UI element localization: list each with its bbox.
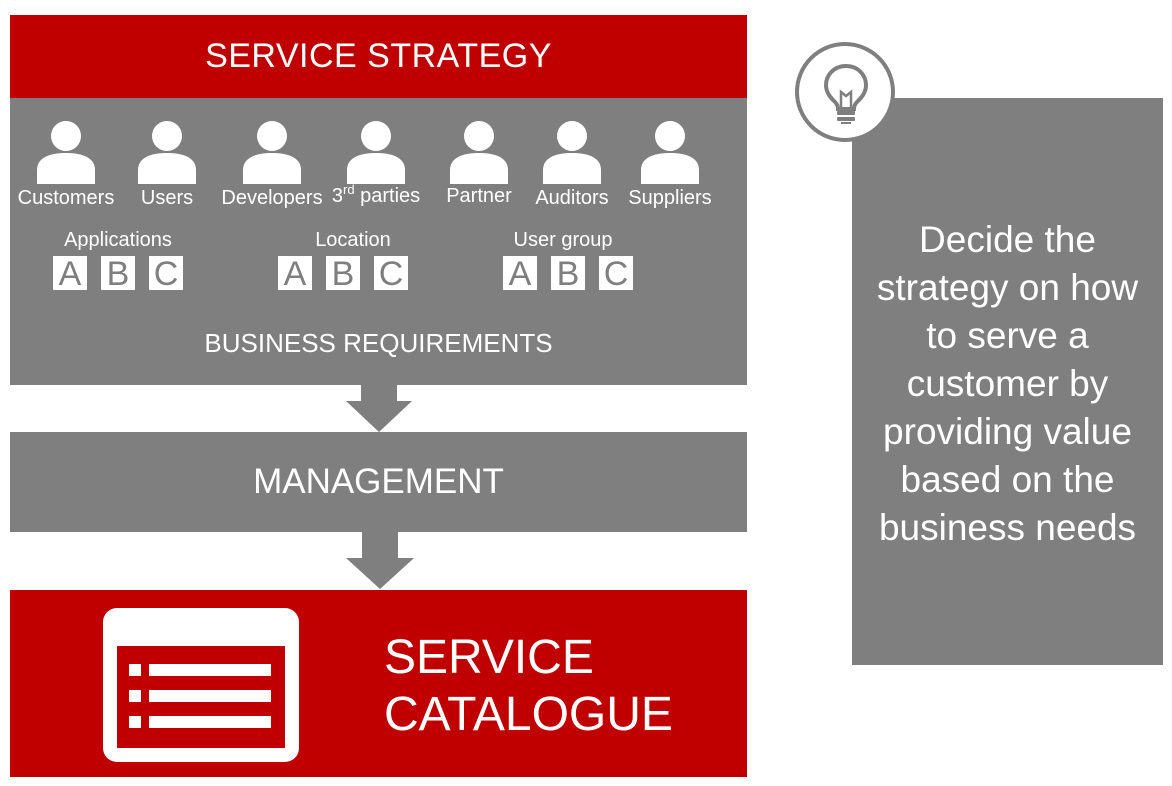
option-c: C	[374, 256, 408, 292]
option-c: C	[149, 256, 183, 292]
option-b: B	[326, 256, 360, 292]
down-arrow-icon	[346, 385, 412, 432]
person-icon	[639, 120, 701, 184]
lightbulb-badge	[795, 42, 895, 142]
option-c: C	[599, 256, 633, 292]
stakeholder-label: Auditors	[535, 187, 609, 209]
group-applications: Applications A B C	[33, 228, 203, 292]
option-b: B	[101, 256, 135, 292]
stakeholder-label: Suppliers	[628, 187, 712, 209]
stakeholder-label: Developers	[221, 187, 323, 209]
catalogue-line-1: SERVICE	[384, 631, 594, 684]
stakeholder-developers: Developers	[217, 120, 327, 210]
person-icon	[136, 120, 198, 184]
stakeholder-customers: Customers	[11, 120, 121, 210]
stakeholder-label: Partner	[446, 185, 512, 207]
stakeholder-label: Users	[140, 187, 194, 209]
stakeholder-auditors: Auditors	[517, 120, 627, 210]
option-a: A	[53, 256, 87, 292]
catalogue-list-icon	[103, 608, 299, 762]
group-user-group: User group A B C	[483, 228, 653, 292]
stakeholder-3rd-parties: 3rd parties	[321, 120, 431, 208]
option-a: A	[503, 256, 537, 292]
person-icon	[541, 120, 603, 184]
management-box: MANAGEMENT	[10, 432, 747, 532]
group-location: Location A B C	[258, 228, 428, 292]
group-title: User group	[513, 229, 613, 251]
person-icon	[448, 120, 510, 184]
stakeholder-label: Customers	[17, 187, 115, 209]
management-label: MANAGEMENT	[253, 462, 504, 501]
stakeholder-partner: Partner	[424, 120, 534, 208]
person-icon	[345, 120, 407, 184]
lightbulb-icon	[823, 63, 869, 124]
group-title: Location	[315, 229, 391, 251]
option-b: B	[551, 256, 585, 292]
stakeholder-label: 3rd parties	[331, 182, 421, 207]
service-strategy-title: SERVICE STRATEGY	[205, 37, 552, 75]
option-a: A	[278, 256, 312, 292]
person-icon	[241, 120, 303, 184]
stakeholder-suppliers: Suppliers	[615, 120, 725, 210]
strategy-note-panel	[852, 98, 1163, 665]
strategy-note-text: Decide the strategy on how to serve a cu…	[876, 219, 1139, 548]
group-title: Applications	[64, 229, 172, 251]
stakeholder-users: Users	[112, 120, 222, 210]
service-strategy-header: SERVICE STRATEGY	[10, 15, 747, 98]
business-requirements-label: BUSINESS REQUIREMENTS	[204, 328, 553, 358]
down-arrow-icon	[346, 532, 414, 589]
person-icon	[35, 120, 97, 184]
service-catalogue-title: SERVICE CATALOGUE	[384, 629, 673, 743]
catalogue-line-2: CATALOGUE	[384, 688, 673, 741]
